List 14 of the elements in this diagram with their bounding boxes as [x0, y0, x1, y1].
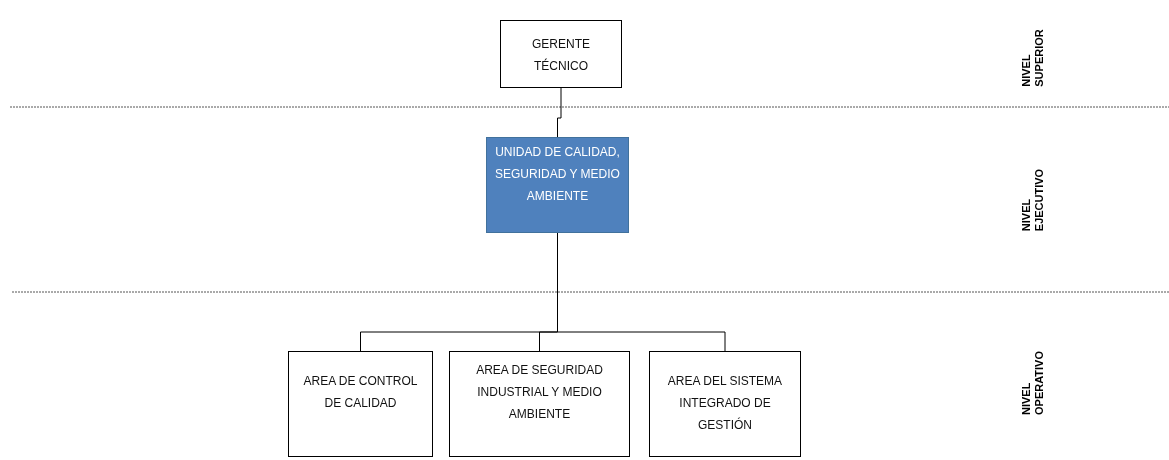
level-label: NIVEL OPERATIVO — [1020, 351, 1046, 415]
level-label: NIVEL SUPERIOR — [1020, 29, 1046, 87]
level-label: NIVEL EJECUTIVO — [1020, 168, 1046, 232]
position-box — [288, 351, 433, 457]
box-label: AREA DEL SISTEMA INTEGRADO DE GESTIÓN — [666, 373, 784, 434]
box-label: AREA DE SEGURIDAD INDUSTRIAL Y MEDIO AMBIENTE — [475, 362, 604, 423]
position-box — [500, 20, 622, 88]
unit-box — [486, 137, 629, 233]
connector-line — [557, 87, 562, 138]
box-label: AREA DE CONTROL DE CALIDAD — [302, 373, 419, 412]
position-box — [449, 351, 630, 457]
position-box — [649, 351, 801, 457]
box-label: UNIDAD DE CALIDAD, SEGURIDAD Y MEDIO AMBIENTE — [494, 144, 621, 205]
box-label: GERENTE TÉCNICO — [531, 36, 591, 75]
